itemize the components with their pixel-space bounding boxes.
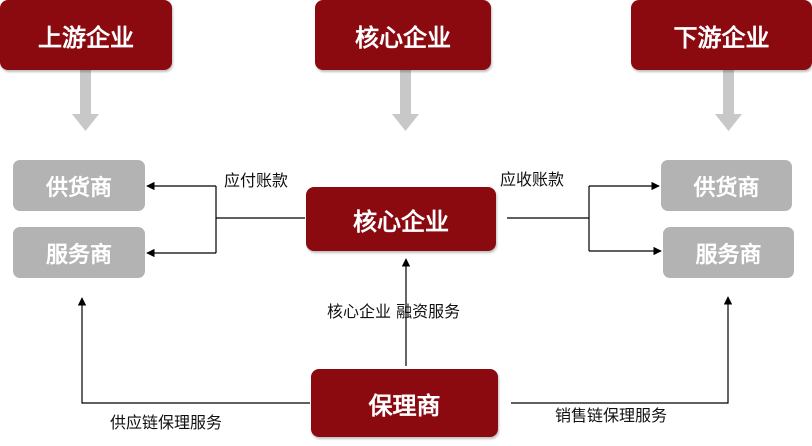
down-arrow-upstream [72,70,99,131]
right-service-box: 服务商 [663,227,794,278]
factor-box: 保理商 [311,369,498,437]
supply-chain-arrow [77,297,310,404]
core-enterprise-top-box: 核心企业 [315,0,491,70]
receivable-connector [507,181,662,256]
sales-chain-label: 销售链保理服务 [555,406,668,425]
core-enterprise-box: 核心企业 [306,187,496,251]
payable-connector [146,181,305,258]
down-arrow-core [392,70,419,131]
upstream-enterprise-box: 上游企业 [0,0,172,70]
down-arrow-downstream [715,70,742,131]
left-service-box: 服务商 [13,227,145,278]
downstream-enterprise-box: 下游企业 [631,0,812,70]
financing-label: 核心企业 融资服务 [327,302,461,321]
receivable-label: 应收账款 [500,170,565,189]
payable-label: 应付账款 [224,171,289,190]
left-supplier-box: 供货商 [13,160,145,211]
right-supplier-box: 供货商 [661,160,792,211]
sales-chain-arrow [511,296,733,404]
supply-chain-label: 供应链保理服务 [110,413,223,432]
